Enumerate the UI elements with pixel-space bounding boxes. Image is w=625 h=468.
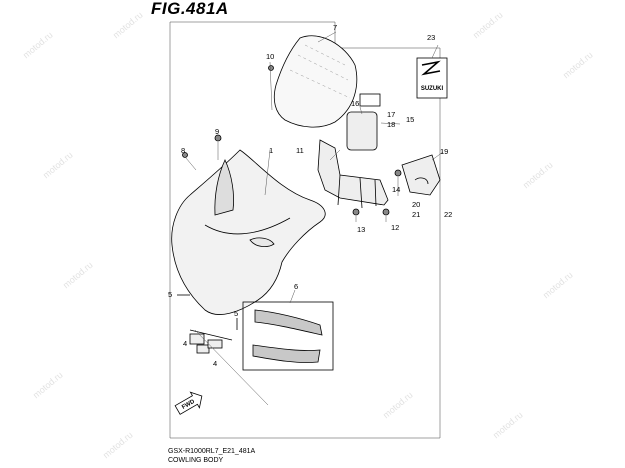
frame-outline — [169, 21, 441, 439]
caption-model: GSX-R1000RL7_E21_481A — [168, 448, 256, 455]
callout-7: 7 — [333, 23, 338, 32]
bracket-stay — [317, 139, 389, 206]
callout-18: 18 — [387, 120, 396, 129]
rubber-strip — [189, 329, 233, 341]
suzuki-text: SUZUKI — [421, 86, 444, 92]
decal-lower — [252, 344, 321, 363]
screw-8 — [182, 152, 188, 158]
decal-box — [242, 301, 334, 371]
decal-upper — [254, 309, 323, 336]
callout-9: 9 — [215, 127, 220, 136]
cowling-body — [171, 149, 326, 315]
bracket-plate — [346, 111, 378, 151]
callout-23: 23 — [427, 33, 436, 42]
callout-4: 4 — [213, 359, 218, 368]
sticker-16 — [359, 93, 381, 107]
screw-9 — [214, 134, 222, 142]
nut-14 — [394, 169, 402, 177]
callout-19: 19 — [440, 147, 449, 156]
windscreen — [273, 35, 358, 128]
cowling-intake — [214, 159, 234, 216]
emblem-23 — [416, 57, 448, 99]
cowling-edge — [204, 217, 291, 235]
caption-name: COWLING BODY — [168, 457, 224, 464]
figure-title: FIG.481A — [151, 0, 229, 18]
callout-17: 17 — [387, 110, 396, 119]
callout-15: 15 — [406, 115, 415, 124]
callout-13: 13 — [357, 225, 366, 234]
callout-11: 11 — [296, 146, 304, 155]
callout-4: 4 — [183, 339, 188, 348]
leader-lines — [185, 31, 444, 406]
callout-6: 6 — [294, 282, 299, 291]
screw-13 — [352, 208, 360, 216]
callout-5: 5 — [168, 290, 173, 299]
bracket-arm — [337, 174, 377, 209]
callout-8: 8 — [181, 146, 186, 155]
callout-14: 14 — [392, 185, 401, 194]
callout-22: 22 — [444, 210, 453, 219]
callout-10: 10 — [266, 52, 275, 61]
pad-4b — [207, 339, 223, 349]
cowling-lamp — [249, 237, 275, 248]
windscreen-shading — [289, 44, 351, 99]
screw-12 — [382, 208, 390, 216]
callout-1: 1 — [269, 146, 274, 155]
suzuki-logo — [421, 60, 441, 76]
callout-16: 16 — [351, 99, 360, 108]
screw-10 — [268, 65, 274, 71]
pad-3 — [189, 333, 205, 345]
callout-12: 12 — [391, 223, 400, 232]
side-bracket — [401, 154, 441, 196]
callout-21: 21 — [412, 210, 421, 219]
callout-5: 5 — [234, 309, 239, 318]
pad-4a — [196, 344, 210, 354]
callout-20: 20 — [412, 200, 421, 209]
side-bracket-hole — [414, 177, 429, 185]
fwd-arrow-icon: FWD — [174, 391, 203, 415]
